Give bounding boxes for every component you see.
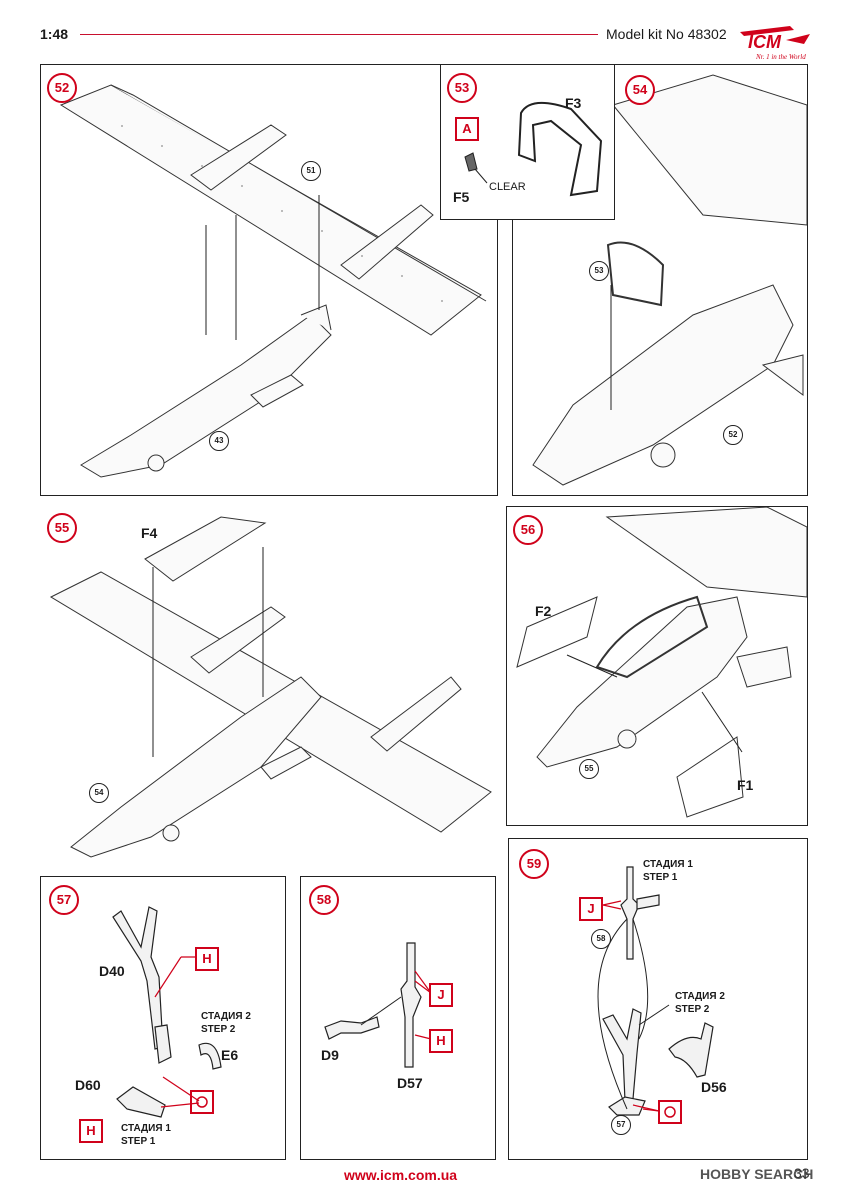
part-d60: D60	[75, 1077, 101, 1093]
stage-1-en: STEP 1	[643, 872, 678, 883]
stage-2-ru: СТАДИЯ 2	[675, 991, 725, 1002]
color-callout-h-2: H	[79, 1119, 103, 1143]
part-f1: F1	[737, 777, 754, 793]
step-55-illustration	[49, 516, 492, 858]
color-callout-h: H	[429, 1029, 453, 1053]
stage-2-en: STEP 2	[201, 1024, 236, 1035]
stage-1-en: STEP 1	[121, 1136, 156, 1147]
part-f3: F3	[565, 95, 582, 111]
part-f5: F5	[453, 189, 470, 205]
stage-1-ru: СТАДИЯ 1	[121, 1123, 171, 1134]
step-number: 56	[513, 515, 543, 545]
ref-step-58: 58	[591, 929, 611, 949]
step-54-illustration	[532, 74, 807, 486]
clear-note: CLEAR	[489, 181, 526, 193]
part-f2: F2	[535, 603, 552, 619]
step-number: 59	[519, 849, 549, 879]
kit-number: Model kit No 48302	[606, 26, 727, 42]
part-e6: E6	[221, 1047, 239, 1063]
step-number: 52	[47, 73, 77, 103]
ref-step-51: 51	[301, 161, 321, 181]
svg-text:Nr. 1 in the World: Nr. 1 in the World	[755, 53, 806, 61]
step-54-panel: 54 53 52	[512, 64, 808, 496]
step-number: 58	[309, 885, 339, 915]
color-callout-a: A	[455, 117, 479, 141]
part-d40: D40	[99, 963, 125, 979]
page-number: 33	[794, 1165, 810, 1181]
stage-2-ru: СТАДИЯ 2	[201, 1011, 251, 1022]
svg-text:ICM: ICM	[748, 32, 782, 52]
part-d56: D56	[701, 1079, 727, 1095]
step-number: 53	[447, 73, 477, 103]
color-callout-j: J	[579, 897, 603, 921]
step-58-panel: 58 J H D9 D57	[300, 876, 496, 1160]
step-52-panel: 52 51 43	[40, 64, 498, 496]
step-53-illustration	[464, 102, 603, 197]
step-59-illustration	[597, 866, 714, 1124]
header-rule	[80, 34, 598, 35]
step-number: 57	[49, 885, 79, 915]
step-55-panel: 55 F4 54	[40, 506, 498, 863]
ref-step-43: 43	[209, 431, 229, 451]
color-callout-h: H	[195, 947, 219, 971]
watermark: HOBBY SEARCH	[700, 1166, 814, 1182]
step-number: 55	[47, 513, 77, 543]
scale-label: 1:48	[40, 26, 69, 42]
stage-1-ru: СТАДИЯ 1	[643, 859, 693, 870]
ref-step-54: 54	[89, 783, 109, 803]
ref-step-53: 53	[589, 261, 609, 281]
step-56-panel: 56 F2 55 F1	[506, 506, 808, 826]
stage-2-en: STEP 2	[675, 1004, 710, 1015]
step-57-illustration	[112, 906, 222, 1118]
ref-step-52: 52	[723, 425, 743, 445]
step-57-panel: 57 D40 H СТАДИЯ 2 STEP 2 E6 D60 H СТАДИЯ…	[40, 876, 286, 1160]
color-callout-j: J	[429, 983, 453, 1007]
website-url[interactable]: www.icm.com.ua	[344, 1167, 458, 1183]
ref-step-55: 55	[579, 759, 599, 779]
step-56-illustration	[516, 507, 807, 818]
part-f4: F4	[141, 525, 158, 541]
step-52-illustration	[59, 84, 487, 478]
part-d9: D9	[321, 1047, 339, 1063]
step-58-illustration	[324, 942, 432, 1068]
part-d57: D57	[397, 1075, 423, 1091]
icm-logo: ICM Nr. 1 in the World	[734, 18, 814, 62]
step-59-panel: 59 СТАДИЯ 1 STEP 1 J 58 СТАДИЯ 2 STEP 2 …	[508, 838, 808, 1160]
ref-step-57: 57	[611, 1115, 631, 1135]
step-number: 54	[625, 75, 655, 105]
step-53-panel: 53 F3 A CLEAR F5	[440, 64, 615, 220]
